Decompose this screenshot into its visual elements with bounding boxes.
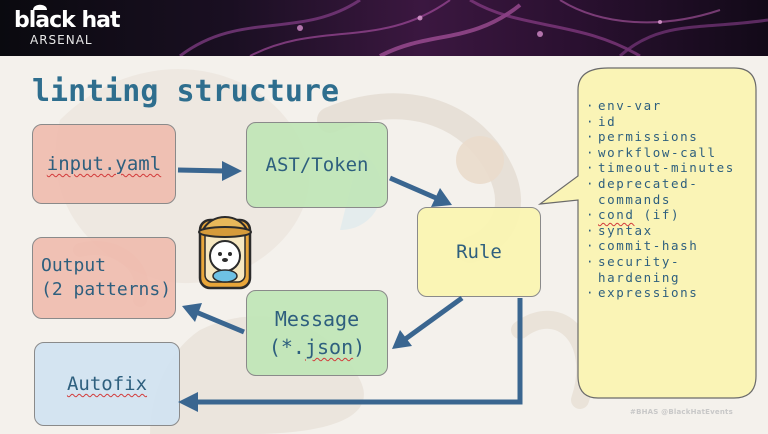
rule-item: security-hardening: [586, 254, 756, 285]
rule-label: Rule: [456, 241, 502, 263]
rule-item: cond (if): [586, 207, 756, 223]
header-banner: black hat ARSENAL: [0, 0, 768, 56]
rule-item: commit-hash: [586, 238, 756, 254]
message-format-label: (*.json): [268, 335, 366, 359]
output-patterns-label: (2 patterns): [41, 279, 172, 300]
message-label: Message: [274, 307, 360, 331]
footer-hashtags: #BHAS @BlackHatEvents: [630, 408, 733, 416]
rule-box: Rule: [417, 207, 541, 297]
input-yaml-label: input.yaml: [46, 153, 162, 175]
output-label: Output: [41, 255, 107, 276]
autofix-label: Autofix: [66, 373, 148, 395]
rule-item: id: [586, 114, 756, 130]
ast-token-label: AST/Token: [265, 154, 369, 176]
hat-logo-icon: [33, 4, 47, 10]
banner-artwork: [179, 0, 768, 56]
rule-item: workflow-call: [586, 145, 756, 161]
input-yaml-box: input.yaml: [32, 124, 176, 204]
ast-token-box: AST/Token: [246, 122, 388, 208]
rule-item: deprecated-commands: [586, 176, 756, 207]
mascot-icon: [198, 216, 252, 290]
rule-item: syntax: [586, 223, 756, 239]
rule-item: timeout-minutes: [586, 160, 756, 176]
slide-title: linting structure: [32, 74, 340, 109]
rule-item: permissions: [586, 129, 756, 145]
logo-wordmark: black hat: [14, 8, 120, 33]
autofix-box: Autofix: [34, 342, 180, 426]
output-box: Output (2 patterns): [32, 237, 176, 319]
rules-list: env-var id permissions workflow-call tim…: [586, 98, 756, 301]
message-box: Message (*.json): [246, 290, 388, 376]
rule-item: expressions: [586, 285, 756, 301]
logo-subtitle: ARSENAL: [30, 33, 93, 47]
rule-item: env-var: [586, 98, 756, 114]
